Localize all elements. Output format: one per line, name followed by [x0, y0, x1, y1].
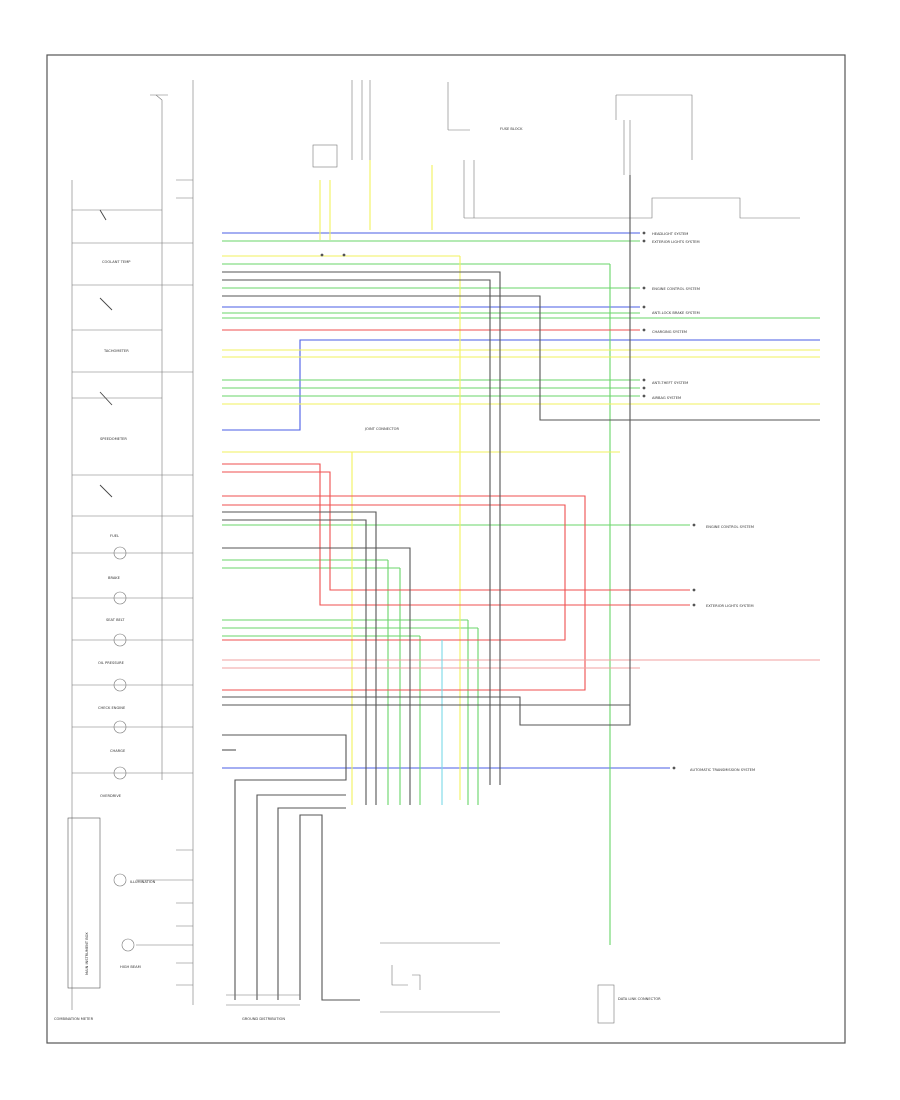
- cluster-labels: COOLANT TEMP TACHOMETER SPEEDOMETER FUEL…: [54, 260, 156, 1021]
- indicator-label-1: BRAKE: [108, 576, 121, 580]
- gauge-label-2: SPEEDOMETER: [100, 437, 127, 441]
- dest-label-6: AIRBAG SYSTEM: [652, 396, 681, 400]
- lower-lamp-label-0: ILLUMINATION: [130, 880, 156, 884]
- destination-labels: HEADLIGHT SYSTEM EXTERIOR LIGHTS SYSTEM …: [652, 232, 755, 772]
- dest-label-9: AUTOMATIC TRANSMISSION SYSTEM: [690, 768, 755, 772]
- connector-label-3: DATA LINK CONNECTOR: [618, 997, 661, 1001]
- connector-label-1: FUSE BLOCK: [500, 127, 523, 131]
- top-connectors: [312, 80, 800, 219]
- indicator-label-2: SEAT BELT: [106, 618, 125, 622]
- lower-box-label: MAIN INSTRUMENT BOX: [85, 932, 89, 975]
- dest-label-4: CHARGING SYSTEM: [652, 330, 687, 334]
- indicator-label-5: CHARGE: [110, 749, 126, 753]
- colored-wires: [222, 160, 820, 1001]
- lower-lamp-label-1: HIGH BEAM: [120, 965, 141, 969]
- indicator-label-0: FUEL: [110, 534, 119, 538]
- dest-label-3: ANTI-LOCK BRAKE SYSTEM: [652, 311, 700, 315]
- connector-label-2: GROUND DISTRIBUTION: [242, 1017, 285, 1021]
- gauge-label-0: COOLANT TEMP: [102, 260, 131, 264]
- dest-label-8: EXTERIOR LIGHTS SYSTEM: [706, 604, 754, 608]
- bottom-connectors: [226, 942, 615, 1024]
- indicator-label-6: OVERDRIVE: [100, 794, 122, 798]
- dest-label-1: EXTERIOR LIGHTS SYSTEM: [652, 240, 700, 244]
- cluster-title: COMBINATION METER: [54, 1017, 94, 1021]
- dest-label-7: ENGINE CONTROL SYSTEM: [706, 525, 754, 529]
- indicator-label-3: OIL PRESSURE: [98, 661, 125, 665]
- terminal-markers: [320, 231, 696, 770]
- dest-label-2: ENGINE CONTROL SYSTEM: [652, 287, 700, 291]
- connector-labels: JOINT CONNECTOR FUSE BLOCK GROUND DISTRI…: [242, 127, 661, 1021]
- diagram-frame: [46, 54, 846, 1044]
- combination-meter: [67, 80, 194, 1010]
- gauge-label-1: TACHOMETER: [103, 349, 129, 353]
- indicator-label-4: CHECK ENGINE: [98, 706, 126, 710]
- dest-label-0: HEADLIGHT SYSTEM: [652, 232, 688, 236]
- connector-label-0: JOINT CONNECTOR: [364, 427, 399, 431]
- dest-label-5: ANTI-THEFT SYSTEM: [652, 381, 688, 385]
